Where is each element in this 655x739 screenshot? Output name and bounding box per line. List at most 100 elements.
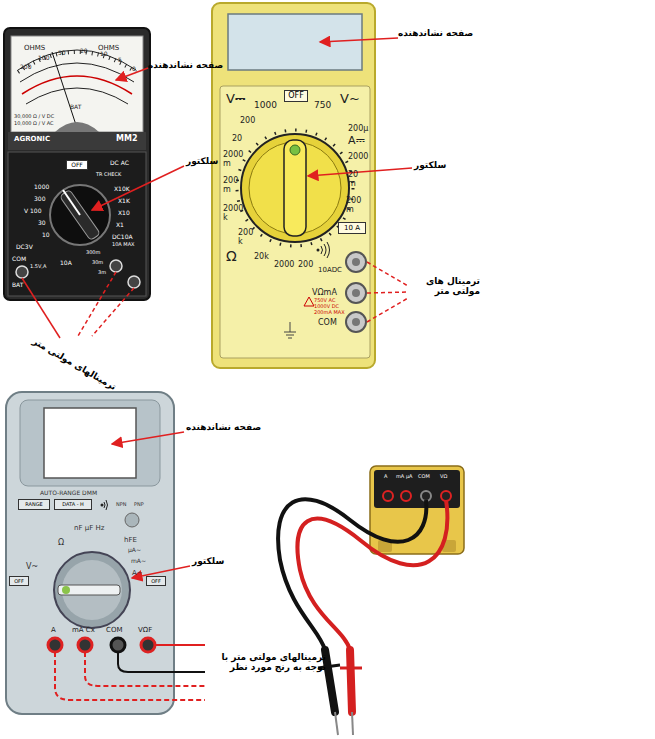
selector-knob	[58, 585, 120, 595]
meter-marking: X10K	[114, 186, 130, 193]
meter-marking: 20	[232, 134, 242, 143]
box-text: OFF	[151, 579, 161, 584]
selector-knob	[60, 189, 101, 240]
meter-marking: 200 k	[238, 228, 258, 246]
meter-marking: 20 m	[348, 170, 368, 188]
scale-arc	[26, 88, 128, 104]
selector-knob	[284, 140, 306, 236]
meter-marking: 20	[80, 48, 88, 55]
autorange-meter-body	[6, 392, 174, 714]
callout-label: ترمینال های مولتی متر	[410, 276, 480, 297]
meter-marking: 2000	[274, 260, 294, 269]
leader-line	[92, 288, 134, 336]
meter-marking: MM2	[116, 134, 138, 143]
meter-marking: DC10A	[112, 234, 133, 241]
meter-marking: 200	[20, 64, 31, 71]
ground-symbol	[284, 332, 296, 333]
meter-marking: BAT	[70, 104, 81, 111]
test-lead-line	[118, 652, 205, 672]
buzzer-symbol	[321, 242, 330, 258]
marking-box: OFF	[146, 576, 166, 586]
leader-arrow	[308, 168, 412, 176]
meter-marking: 300	[34, 196, 45, 203]
meter-marking: 200μ	[348, 124, 368, 133]
display-bezel	[20, 400, 160, 486]
meter-marking: 30m	[92, 260, 103, 266]
meter-marking: V⎓	[226, 92, 245, 107]
meter-marking: 30	[38, 220, 46, 227]
meter-marking: X10	[118, 210, 130, 217]
analog-panel	[8, 152, 146, 296]
callout-label: ترمینالهای مولتی متر با توجه به رنج مورد…	[206, 652, 326, 673]
scale-arc	[22, 76, 132, 94]
box-text: OFF	[71, 162, 83, 168]
terminal-jack	[16, 266, 28, 278]
meter-marking: 10	[100, 51, 108, 58]
probe-handle	[350, 650, 352, 712]
meter-marking: 3m	[98, 270, 106, 276]
box-text: RANGE	[25, 502, 42, 507]
dial-ticks	[237, 130, 353, 246]
meter-marking: μA~	[128, 547, 141, 554]
meter-marking: nF μF Hz	[74, 524, 104, 532]
terminal-hole	[352, 258, 360, 266]
meter-marking: DC3V	[16, 244, 33, 251]
scale-arc	[18, 50, 136, 70]
terminal-jack	[111, 638, 125, 652]
meter-marking: 1000	[34, 184, 49, 191]
meter-marking: A~	[132, 569, 143, 577]
terminal-jack	[48, 638, 62, 652]
meter-marking: 10A MAX	[112, 242, 135, 248]
callout-label: صفحه نشاندهنده	[148, 60, 223, 70]
meter-marking: mA Cx	[72, 626, 95, 634]
digital-meter-body	[212, 3, 375, 368]
test-lead-line	[85, 652, 205, 686]
box-text: OFF	[288, 92, 304, 100]
meter-marking: 30,000 Ω / V DC	[14, 114, 54, 120]
marking-box: OFF	[9, 576, 29, 586]
probe-guard	[340, 667, 362, 670]
meter-marking: 10,000 Ω / V AC	[14, 121, 54, 127]
needle-hub	[55, 122, 99, 132]
meter-marking: COM	[318, 318, 337, 327]
meter-marking: AGRONIC	[14, 135, 50, 143]
callout-label: صفحه نشاندهنده	[186, 422, 261, 432]
meter-marking: mA μA	[396, 474, 412, 480]
selector-pointer	[62, 586, 70, 594]
test-lead-line	[155, 644, 205, 646]
meter-marking: Ω	[58, 538, 64, 547]
meter-marking: 100	[38, 55, 49, 62]
meter-marking: 200 m	[223, 176, 245, 194]
meter-marking: TR CHECK	[96, 172, 121, 178]
terminal-hole	[352, 318, 360, 326]
meter-marking: PNP	[134, 502, 144, 508]
meter-marking: 20k	[254, 252, 269, 261]
meter-marking: DC AC	[110, 160, 129, 167]
front-panel	[220, 86, 370, 358]
meter-marking: 10A	[60, 260, 72, 267]
leader-line	[78, 272, 116, 336]
meter-marking: 200	[298, 260, 313, 269]
meter-marking: A⎓	[348, 135, 365, 148]
callout-label: سلکتور	[192, 556, 224, 566]
terminal-jack	[383, 491, 393, 501]
probe-tip	[335, 712, 338, 735]
leader-line	[367, 262, 408, 286]
meter-marking: 5	[118, 57, 122, 64]
meter-marking: A	[51, 626, 56, 634]
meter-marking: Ω	[226, 248, 237, 264]
meter-marking: V~	[340, 92, 360, 107]
terminal-jack	[78, 638, 92, 652]
meter-marking: 2000 m	[223, 150, 245, 168]
meter-marking: OHMS	[24, 44, 45, 52]
callout-label: ترمینالهای مولتی متر	[31, 336, 118, 392]
terminal-jack	[421, 491, 431, 501]
analog-meter-body	[4, 28, 150, 300]
meter-marking: 0	[132, 66, 136, 73]
lcd-display	[228, 14, 362, 70]
meter-marking: VΩ	[440, 474, 447, 480]
terminal-jack	[128, 276, 140, 288]
meter-marking: 2000	[348, 152, 368, 161]
